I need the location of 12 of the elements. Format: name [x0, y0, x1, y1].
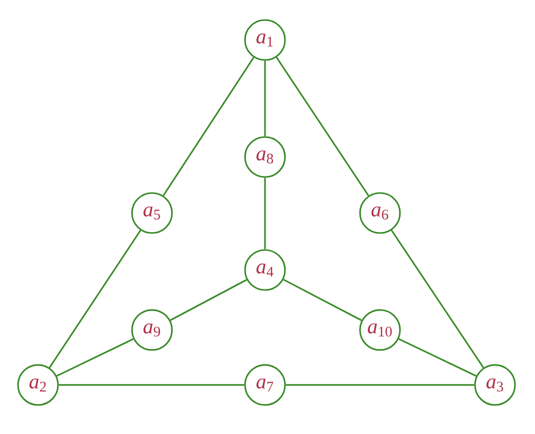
edge-line	[48, 230, 142, 368]
edge-line	[390, 230, 484, 368]
edge-line	[56, 338, 134, 377]
edge-line	[58, 384, 244, 386]
edge-line	[264, 178, 266, 250]
edge-line	[264, 60, 266, 136]
edge-line	[283, 278, 362, 322]
edge-line	[170, 279, 248, 321]
edge-line	[276, 56, 370, 196]
edge-line	[162, 56, 254, 196]
edge-line	[286, 384, 474, 386]
edge-line	[398, 338, 477, 377]
